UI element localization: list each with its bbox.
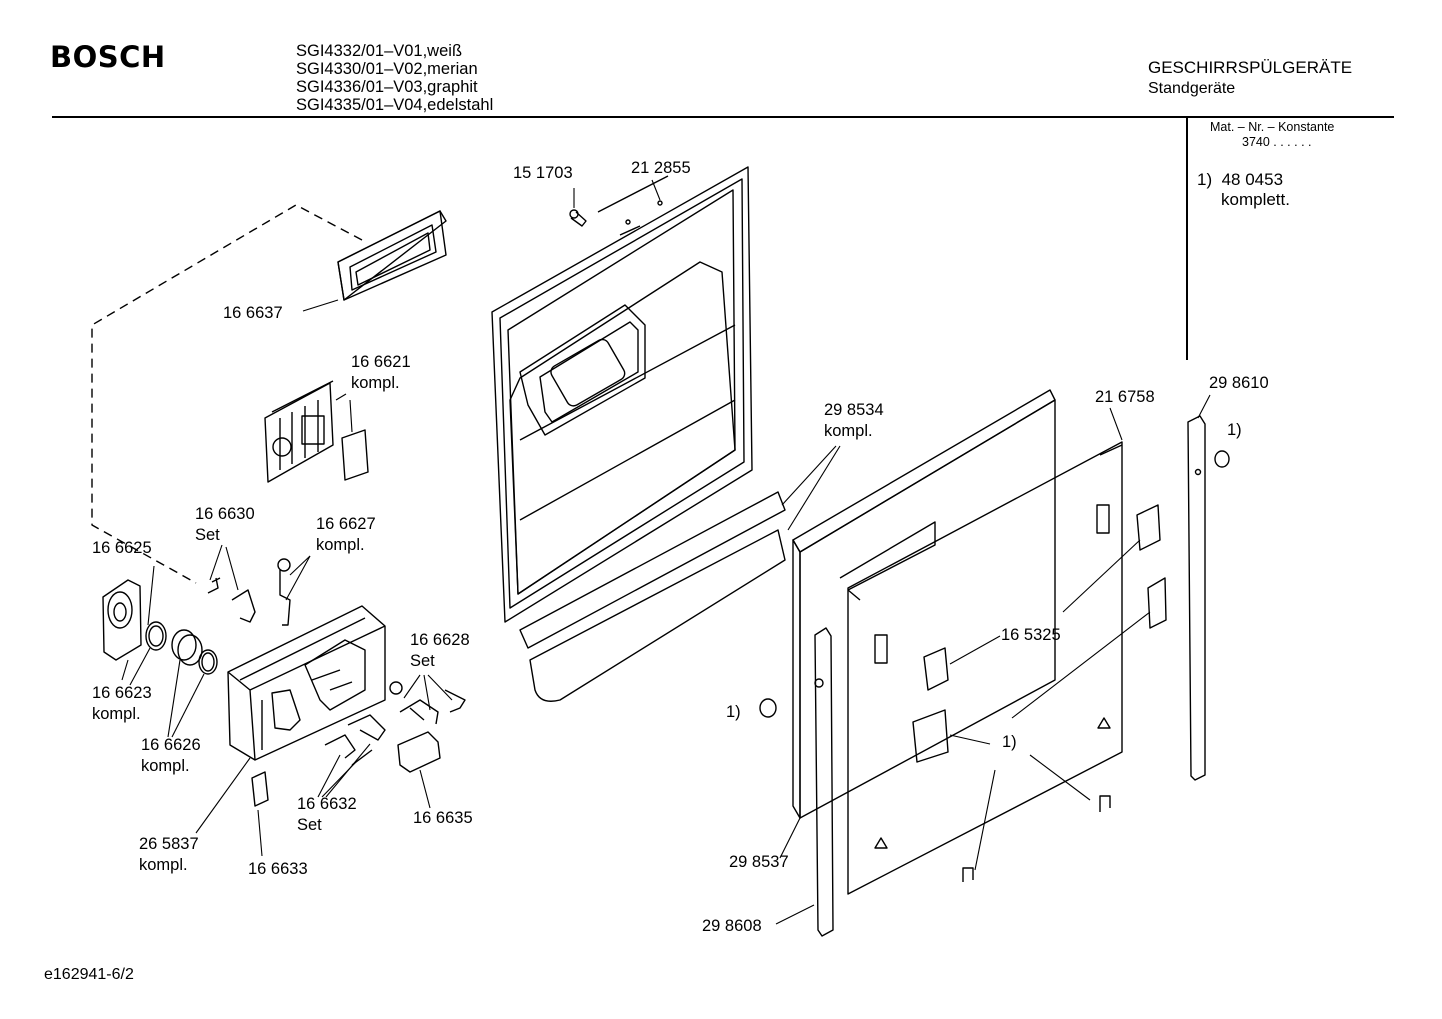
matnr-label: Mat. – Nr. – Konstante (1210, 120, 1335, 134)
reference-marker: 1) (1227, 421, 1242, 439)
part-label: 29 8610 (1209, 374, 1269, 392)
matnr-value: 3740 . . . . . . (1242, 135, 1312, 149)
part-label: 21 2855 (631, 159, 691, 177)
caps (759, 450, 1230, 718)
model-line: SGI4332/01–V01,weiß (296, 42, 463, 60)
side-divider (1186, 118, 1188, 360)
model-line: SGI4336/01–V03,graphit (296, 78, 478, 96)
category-title: GESCHIRRSPÜLGERÄTE (1148, 58, 1353, 77)
leader-lines (121, 179, 1211, 925)
footnote-marker: 1) (1197, 170, 1213, 189)
matnr-block: Mat. – Nr. – Konstante 3740 . . . . . . (1210, 120, 1334, 150)
footnote-block: 1) 48 0453 komplett. (1197, 170, 1290, 210)
part-label: 16 6637 (223, 304, 283, 322)
display-frame (337, 210, 447, 301)
screw (569, 209, 587, 227)
control-knob-group (102, 579, 218, 675)
group-dashed-outline (91, 204, 363, 584)
reference-marker: 1) (1002, 733, 1017, 751)
part-label: 29 8537 (729, 853, 789, 871)
panel-cover (264, 380, 369, 483)
small-parts (207, 558, 466, 807)
front-panel (839, 441, 1167, 895)
part-label: 16 6635 (413, 809, 473, 827)
category-block: GESCHIRRSPÜLGERÄTE Standgeräte (1148, 57, 1352, 99)
model-line: SGI4330/01–V02,merian (296, 60, 478, 78)
model-line: SGI4335/01–V04,edelstahl (296, 96, 494, 114)
control-housing (227, 605, 386, 761)
footnote-part: 48 0453 (1221, 170, 1284, 189)
side-rails (814, 415, 1206, 937)
part-label: 16 5325 (1001, 626, 1061, 644)
part-label: 15 1703 (513, 164, 573, 182)
handle-strip (519, 491, 786, 702)
drawing-id: e162941-6/2 (44, 966, 134, 983)
part-label: 16 6633 (248, 860, 308, 878)
part-label: 29 8608 (702, 917, 762, 935)
model-list: SGI4332/01–V01,weiß SGI4330/01–V02,meria… (296, 42, 493, 114)
part-label: 21 6758 (1095, 388, 1155, 406)
brand-logo: BOSCH (50, 40, 166, 74)
header-divider (52, 116, 1394, 118)
footnote-text: komplett. (1221, 190, 1290, 209)
part-label: 16 6625 (92, 539, 152, 557)
inner-door-panel (491, 166, 753, 623)
reference-marker: 1) (726, 703, 741, 721)
category-subtitle: Standgeräte (1148, 80, 1236, 97)
